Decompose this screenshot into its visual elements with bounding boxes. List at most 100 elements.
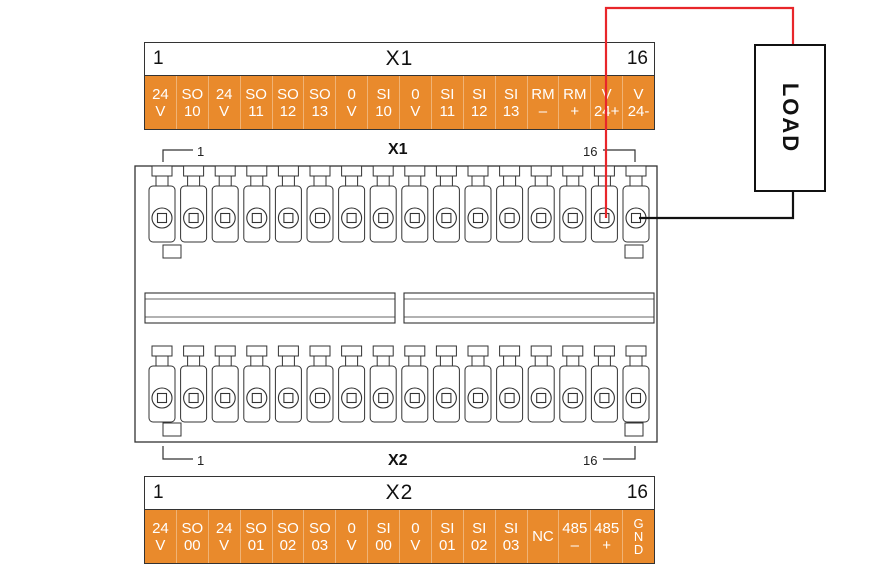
x2-pin-13-text: NC xyxy=(532,528,554,545)
x2-first-pin-number: 1 xyxy=(197,453,205,468)
x2-pin-9-text: 0 xyxy=(411,519,420,537)
x1-terminal-6 xyxy=(306,165,334,243)
x2-terminal-9 xyxy=(401,345,429,423)
x2-pin-10-text: 01 xyxy=(438,536,456,554)
x2-pin-12-text: SI xyxy=(503,519,519,537)
x1-pin-8-text: 10 xyxy=(375,102,392,120)
x1-pin-1-text: 24 xyxy=(152,85,169,103)
x2-terminal-13 xyxy=(527,345,555,423)
x2-legend-title: X2 xyxy=(385,481,414,504)
x1-pin-9-text: 0 xyxy=(411,85,420,103)
x2-terminal-5 xyxy=(274,345,302,423)
x2-pin-16-text: N xyxy=(633,529,644,544)
x2-pin-14-text: – xyxy=(570,536,579,554)
x2-terminal-4 xyxy=(243,345,271,423)
x2-legend-header: 1 X2 16 xyxy=(145,477,654,509)
x2-pin-14: 485– xyxy=(558,510,590,563)
x1-pin-10-text: 11 xyxy=(439,102,456,120)
x2-pin-9-text: V xyxy=(410,536,421,554)
x1-pin-1-text: V xyxy=(155,102,166,120)
x1-terminal-row xyxy=(148,165,650,243)
x1-pin-13: RM– xyxy=(526,76,559,129)
x2-legend-last-pin: 16 xyxy=(626,482,648,503)
positive-wire xyxy=(604,6,795,218)
x1-terminal-14 xyxy=(559,165,587,243)
x2-terminal-11 xyxy=(464,345,492,423)
x2-pin-6-text: SO xyxy=(308,519,331,537)
x2-pin-3-text: 24 xyxy=(215,519,233,537)
x1-pin-5-text: 12 xyxy=(279,102,297,120)
x1-terminal-13 xyxy=(527,165,555,243)
x1-pin-11-text: 12 xyxy=(470,102,488,120)
x1-pin-11-text: SI xyxy=(472,85,487,103)
x1-terminal-3 xyxy=(211,165,239,243)
x1-pin-14-text: + xyxy=(570,102,580,120)
x2-pin-4-text: SO xyxy=(245,519,267,537)
x1-pin-16-text: V xyxy=(633,85,644,103)
x2-connector-label: X2 xyxy=(388,452,408,469)
x2-pin-12-text: 03 xyxy=(502,536,520,554)
x1-legend-first-pin: 1 xyxy=(153,48,164,69)
x1-pin-3-text: 24 xyxy=(215,85,233,103)
x1-pin-8-text: SI xyxy=(376,85,391,103)
x2-terminal-16 xyxy=(622,345,650,423)
x2-terminal-12 xyxy=(496,345,524,423)
x2-pin-14-text: 485 xyxy=(562,519,588,537)
x1-terminal-10 xyxy=(432,165,460,243)
x1-legend-header: 1 X1 16 xyxy=(145,43,654,75)
x2-pin-1-text: 24 xyxy=(152,519,169,537)
x1-pin-7-text: V xyxy=(346,102,357,120)
x1-pin-12-text: 13 xyxy=(502,102,520,120)
x2-pin-5-text: SO xyxy=(277,519,299,537)
x2-terminal-2 xyxy=(180,345,208,423)
x1-pin-13-text: – xyxy=(538,102,548,120)
x1-terminal-15 xyxy=(590,165,618,243)
x1-terminal-9 xyxy=(401,165,429,243)
x2-pin-16-text: G xyxy=(633,516,644,531)
x1-legend-last-pin: 16 xyxy=(626,48,648,69)
x2-terminal-14 xyxy=(559,345,587,423)
x1-pin-6-text: SO xyxy=(308,85,331,103)
x1-pin-7-text: 0 xyxy=(347,85,356,103)
x2-pin-16-text: D xyxy=(633,542,644,557)
x1-terminal-11 xyxy=(464,165,492,243)
x2-pin-5-text: 02 xyxy=(279,536,297,554)
negative-wire xyxy=(639,192,795,220)
x2-terminal-6 xyxy=(306,345,334,423)
x2-pin-7-text: V xyxy=(346,536,357,554)
x2-pin-11-text: SI xyxy=(472,519,487,537)
x2-terminal-7 xyxy=(338,345,366,423)
x1-terminal-7 xyxy=(338,165,366,243)
x2-terminal-row xyxy=(148,345,650,423)
x2-pin-15-text: 485 xyxy=(594,519,620,537)
x2-pin-10-text: SI xyxy=(440,519,455,537)
x1-connector-label: X1 xyxy=(388,141,408,158)
x2-pin-4-text: 01 xyxy=(247,536,265,554)
x1-terminal-8 xyxy=(369,165,397,243)
x1-first-pin-number: 1 xyxy=(197,144,205,159)
x1-terminal-16 xyxy=(622,165,650,243)
x2-pin-2-text: 00 xyxy=(183,536,201,554)
